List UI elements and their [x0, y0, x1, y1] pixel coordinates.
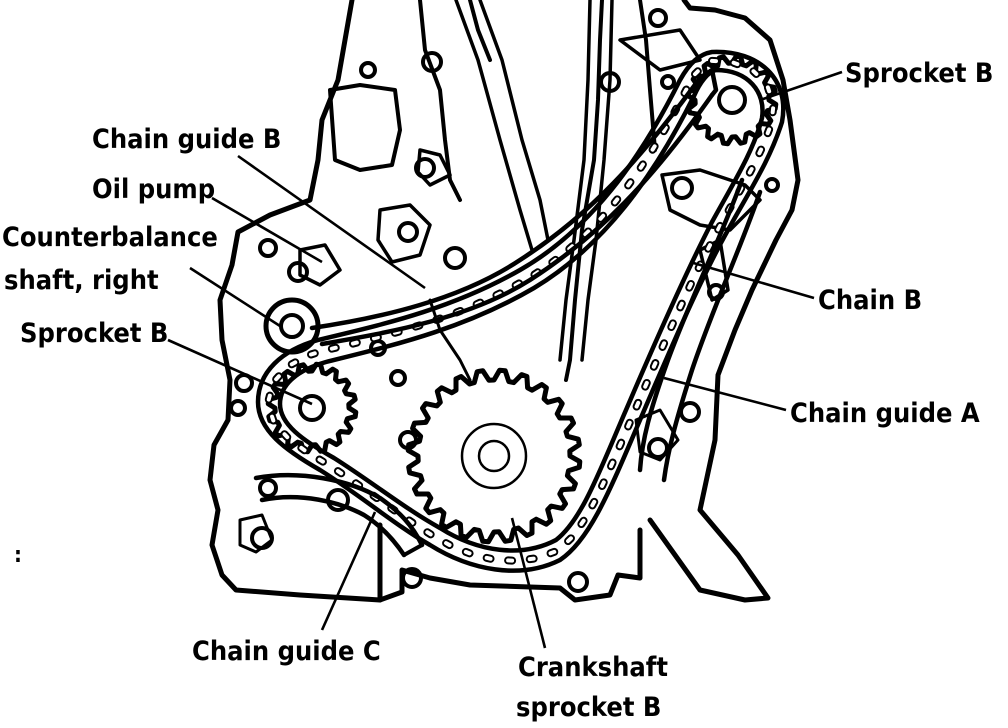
label-oil-pump: Oil pump: [92, 174, 215, 205]
label-chain-guide-b: Chain guide B: [92, 124, 281, 155]
chain-link: [632, 398, 643, 411]
label-crankshaft-line1: Crankshaft: [518, 652, 668, 683]
chain-link: [577, 516, 588, 529]
chain-link: [306, 349, 319, 359]
chain-link: [264, 391, 274, 404]
label-counterbalance-line1: Counterbalance: [2, 222, 218, 253]
chain-link: [763, 125, 774, 138]
chain-guide-c: [253, 472, 425, 558]
chain-link: [461, 547, 474, 558]
leader-chain-b: [689, 260, 815, 300]
chain-link: [763, 83, 774, 96]
leader-crankshaft: [510, 517, 547, 649]
chain-link: [297, 443, 309, 455]
label-chain-guide-a: Chain guide A: [790, 398, 980, 429]
labels: Sprocket B Chain guide B Oil pump Counte…: [2, 58, 993, 723]
chain-link: [442, 539, 454, 550]
leader-oil-pump: [211, 196, 323, 264]
chain-guide-b: [309, 67, 719, 347]
chain-b: [255, 49, 786, 573]
chain-link: [636, 160, 647, 172]
chain-link: [749, 67, 761, 78]
chain-link: [287, 358, 300, 369]
chain-link: [624, 178, 635, 190]
chain-link: [564, 534, 575, 546]
leader-sprocket-b-left: [167, 338, 313, 406]
crankshaft-sprocket-b: [405, 367, 583, 545]
leader-chain-guide-b: [237, 154, 426, 290]
chain-link: [667, 319, 677, 332]
leader-sprocket-b-top: [759, 70, 843, 102]
chain-link: [649, 359, 660, 371]
chain-link: [704, 241, 714, 253]
chain-link: [268, 412, 278, 425]
chain-link: [482, 553, 495, 563]
chain-link: [708, 56, 720, 66]
chain-link: [315, 455, 327, 466]
label-counterbalance-line2: shaft, right: [4, 265, 159, 296]
chain-link: [504, 556, 517, 565]
leader-chain-guide-a: [663, 376, 787, 412]
leader-chain-guide-c: [320, 511, 377, 631]
chain-link: [598, 478, 608, 491]
chain-link: [272, 372, 283, 384]
label-chain-b: Chain B: [818, 285, 922, 316]
chain-link: [333, 467, 346, 478]
chain-link: [624, 418, 634, 431]
stray-mark: :: [14, 543, 22, 568]
chain-link: [610, 195, 622, 207]
chain-link: [745, 165, 756, 177]
chain-link: [588, 497, 599, 510]
chain-link: [768, 104, 778, 117]
chain-link: [280, 430, 292, 442]
chain-link: [606, 458, 617, 471]
chain-link: [648, 142, 659, 154]
chain-guide-a: [637, 177, 763, 483]
bolt-holes: [229, 8, 780, 593]
label-crankshaft-line2: sprocket B: [516, 692, 661, 723]
leader-lines: [167, 70, 843, 649]
chain-link: [525, 554, 538, 564]
chain-link: [423, 528, 435, 539]
chain-link: [596, 211, 608, 223]
chain-link: [685, 279, 695, 292]
label-sprocket-b-left: Sprocket B: [20, 318, 168, 349]
engine-case: [207, 0, 801, 603]
chain-link: [658, 339, 669, 351]
chain-link: [327, 343, 340, 353]
chain-link: [755, 145, 766, 158]
chain-link: [690, 67, 702, 79]
label-sprocket-b-top: Sprocket B: [845, 58, 993, 89]
leader-counterbalance: [189, 266, 281, 328]
chain-link: [641, 378, 651, 391]
chain-link: [729, 58, 742, 69]
chain-link: [615, 438, 626, 451]
chain-link: [676, 299, 686, 312]
label-chain-guide-c: Chain guide C: [192, 636, 381, 667]
chain-link: [546, 547, 559, 558]
